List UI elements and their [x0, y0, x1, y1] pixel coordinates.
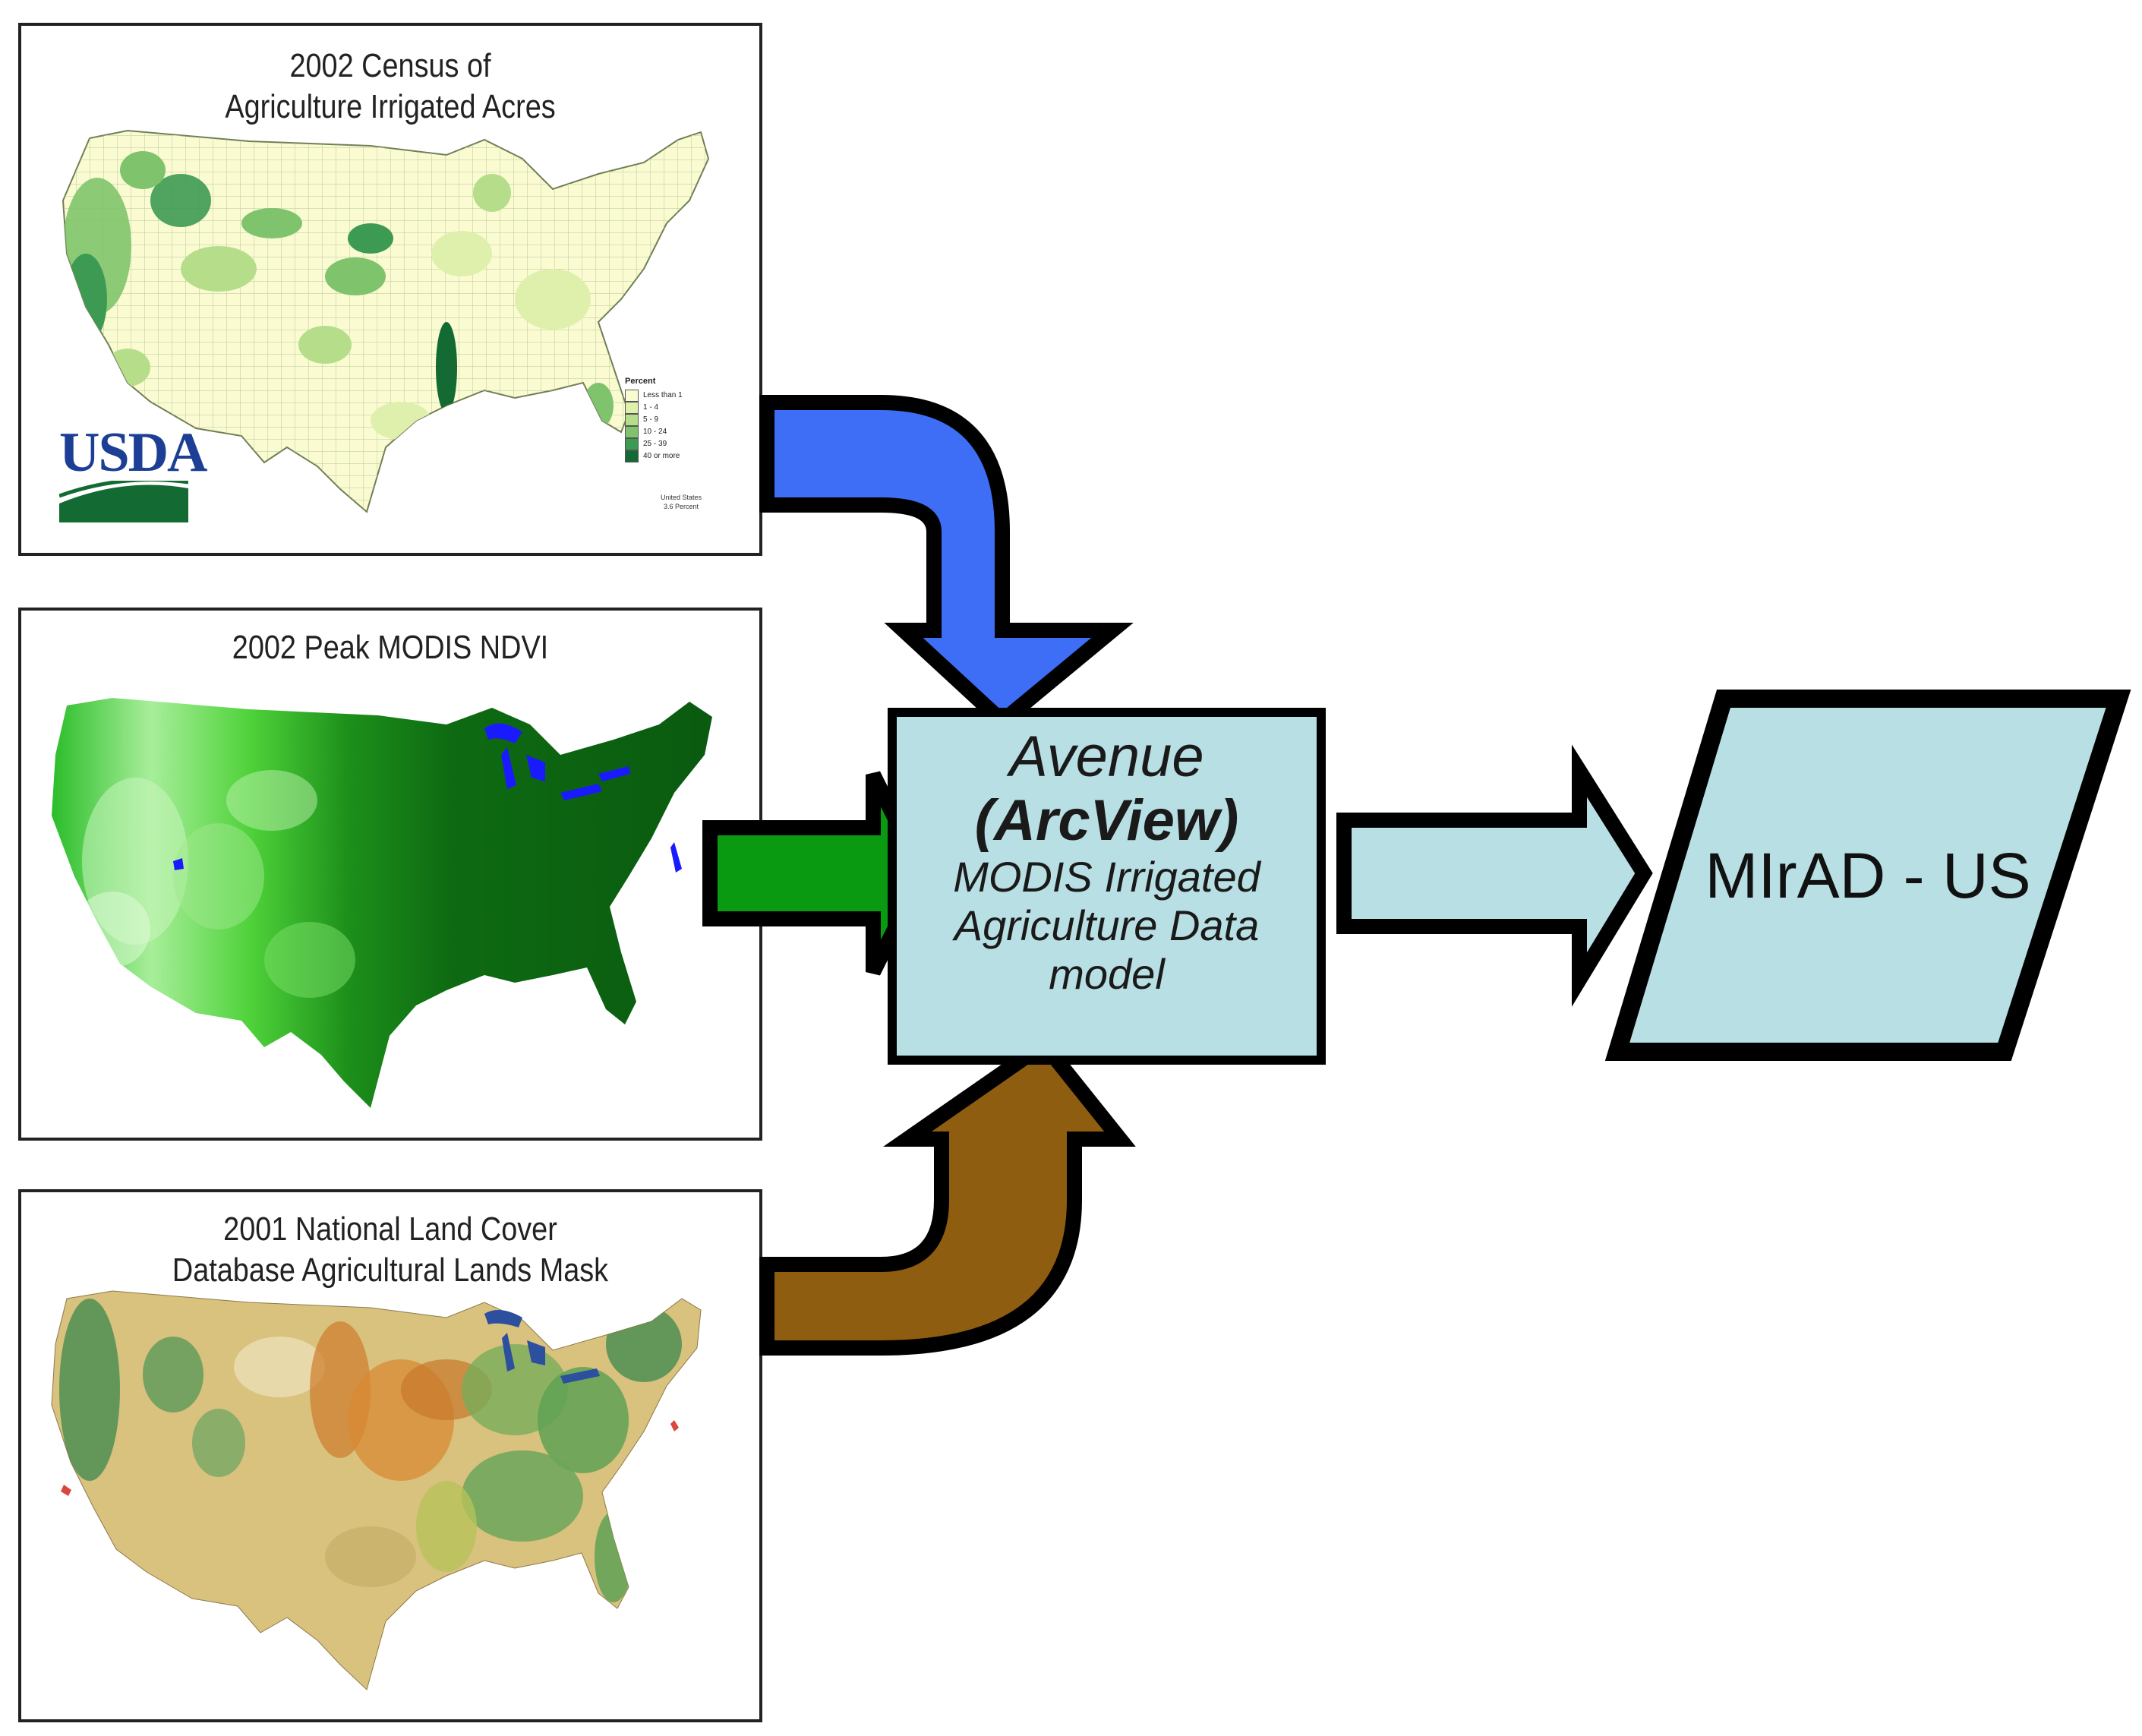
nlcd-title-line1: 2001 National Land Cover	[223, 1210, 557, 1248]
legend-item: Less than 1	[625, 390, 683, 402]
model-box	[888, 708, 1326, 1065]
ndvi-panel: 2002 Peak MODIS NDVI	[18, 608, 762, 1141]
ndvi-map	[52, 698, 712, 1108]
model-desc-line2: Agriculture Data	[954, 901, 1260, 949]
legend-label: 1 - 4	[643, 403, 659, 412]
ndvi-title: 2002 Peak MODIS NDVI	[232, 629, 549, 666]
legend-label: 10 - 24	[643, 428, 667, 436]
census-irrigated-acres-map	[62, 129, 710, 513]
census-legend: Percent Less than 1 1 - 4 5 - 9 10 - 24 …	[625, 375, 683, 462]
legend-title: Percent	[625, 377, 656, 386]
legend-swatch	[625, 450, 639, 462]
output-parallelogram	[1604, 690, 2131, 1061]
nlcd-panel: 2001 National Land Cover Database Agricu…	[18, 1189, 762, 1722]
legend-label: 5 - 9	[643, 415, 659, 424]
legend-item: 25 - 39	[625, 438, 683, 450]
model-subtitle: (ArcView)	[974, 788, 1239, 853]
legend-swatch	[625, 402, 639, 414]
legend-item: 1 - 4	[625, 402, 683, 414]
model-box-text: Avenue (ArcView) MODIS Irrigated Agricul…	[892, 725, 1321, 999]
nlcd-land-cover-map	[51, 1290, 702, 1690]
legend-item: 40 or more	[625, 450, 683, 462]
legend-swatch	[625, 414, 639, 426]
legend-note-line2: 3.6 Percent	[664, 503, 699, 510]
legend-label: 25 - 39	[643, 440, 667, 448]
legend-swatch	[625, 426, 639, 438]
nlcd-title-line2: Database Agricultural Lands Mask	[172, 1251, 609, 1289]
usda-logo-swoosh	[58, 478, 189, 522]
model-title: Avenue	[1009, 724, 1204, 789]
nlcd-to-model-arrow	[759, 1034, 1136, 1356]
legend-note: United States 3.6 Percent	[661, 493, 702, 511]
output-label: MIrAD - US	[1705, 840, 2031, 911]
legend-label: Less than 1	[643, 391, 683, 399]
census-title-line1: 2002 Census of	[289, 47, 491, 84]
legend-label: 40 or more	[643, 452, 680, 460]
legend-item: 5 - 9	[625, 414, 683, 426]
model-to-output-arrow	[1336, 744, 1653, 1007]
usda-logo-text: USDA	[59, 421, 207, 484]
legend-swatch	[625, 390, 639, 402]
census-panel: 2002 Census of Agriculture Irrigated Acr…	[18, 23, 762, 556]
census-to-model-arrow	[759, 395, 1134, 732]
model-desc-line1: MODIS Irrigated	[953, 853, 1260, 901]
usda-logo: USDA	[58, 421, 207, 530]
legend-swatch	[625, 438, 639, 450]
census-title-line2: Agriculture Irrigated Acres	[225, 88, 556, 125]
legend-note-line1: United States	[661, 494, 702, 501]
legend-item: 10 - 24	[625, 426, 683, 438]
model-desc-line3: model	[1049, 950, 1165, 998]
